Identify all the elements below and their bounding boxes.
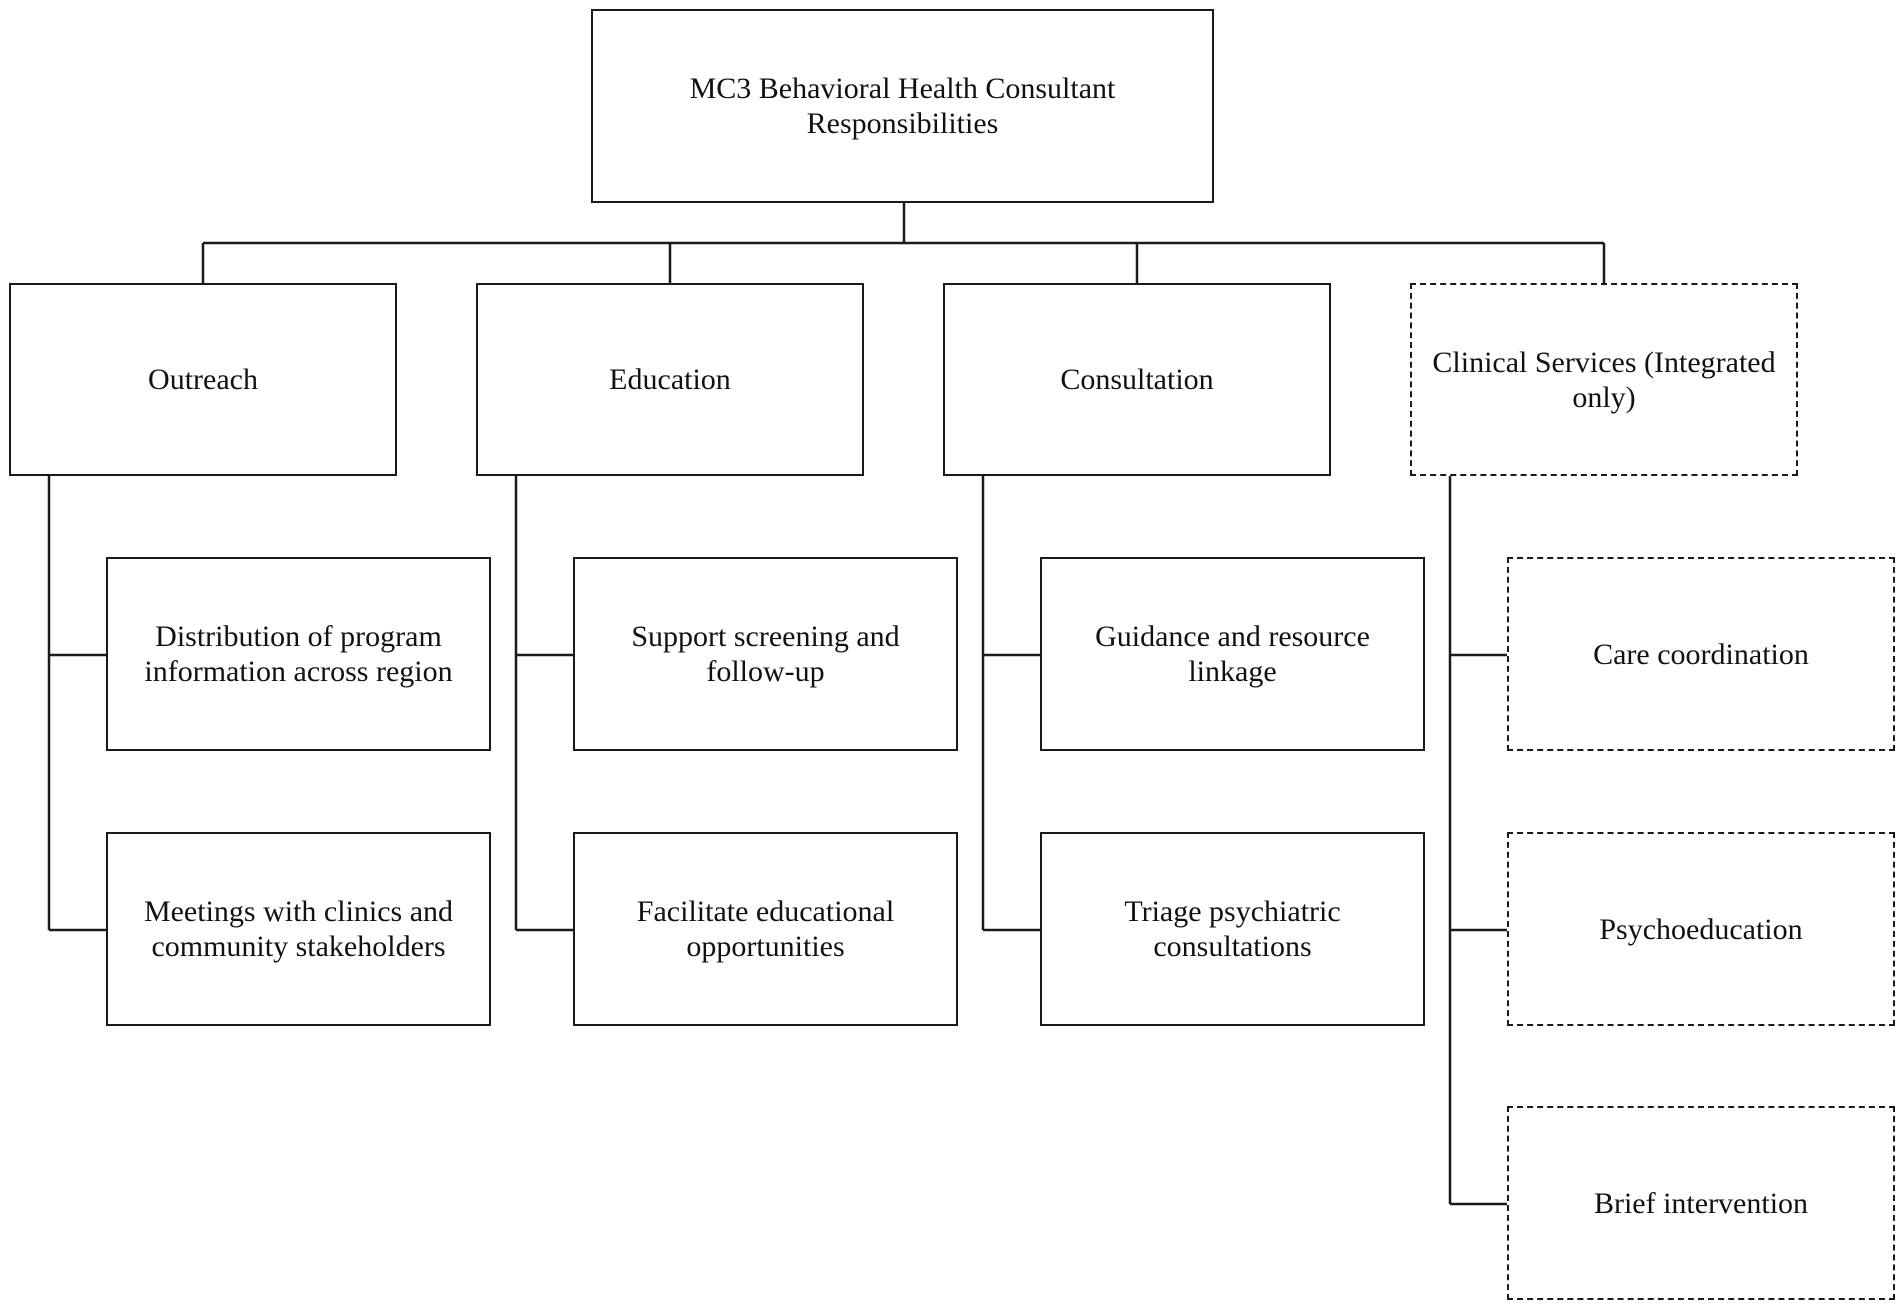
item-node: Distribution of program information acro…	[106, 557, 491, 751]
item-label: Facilitate educational opportunities	[636, 895, 895, 963]
category-node-consultation: Consultation	[943, 283, 1331, 476]
category-label: Consultation	[1060, 363, 1214, 396]
category-node-education: Education	[476, 283, 864, 476]
root-node: MC3 Behavioral Health Consultant Respons…	[591, 9, 1214, 203]
item-label: Care coordination	[1593, 637, 1809, 671]
item-node: Facilitate educational opportunities	[573, 832, 958, 1026]
item-node: Guidance and resource linkage	[1040, 557, 1425, 751]
item-label: Guidance and resource linkage	[1095, 620, 1370, 688]
root-label: MC3 Behavioral Health Consultant Respons…	[689, 72, 1116, 140]
item-label: Distribution of program information acro…	[144, 620, 453, 688]
item-node: Psychoeducation	[1507, 832, 1895, 1026]
item-label: Support screening and follow-up	[631, 620, 900, 688]
item-node: Care coordination	[1507, 557, 1895, 751]
item-label: Meetings with clinics and community stak…	[143, 895, 454, 963]
category-label: Education	[609, 363, 731, 396]
item-node: Brief intervention	[1507, 1106, 1895, 1300]
item-node: Meetings with clinics and community stak…	[106, 832, 491, 1026]
item-label: Triage psychiatric consultations	[1124, 895, 1341, 963]
category-node-outreach: Outreach	[9, 283, 397, 476]
category-node-clinical-services: Clinical Services (Integrated only)	[1410, 283, 1798, 476]
item-node: Triage psychiatric consultations	[1040, 832, 1425, 1026]
category-label: Clinical Services (Integrated only)	[1432, 345, 1776, 414]
item-label: Brief intervention	[1593, 1186, 1809, 1220]
item-label: Psychoeducation	[1599, 912, 1803, 946]
item-node: Support screening and follow-up	[573, 557, 958, 751]
category-label: Outreach	[148, 363, 258, 396]
